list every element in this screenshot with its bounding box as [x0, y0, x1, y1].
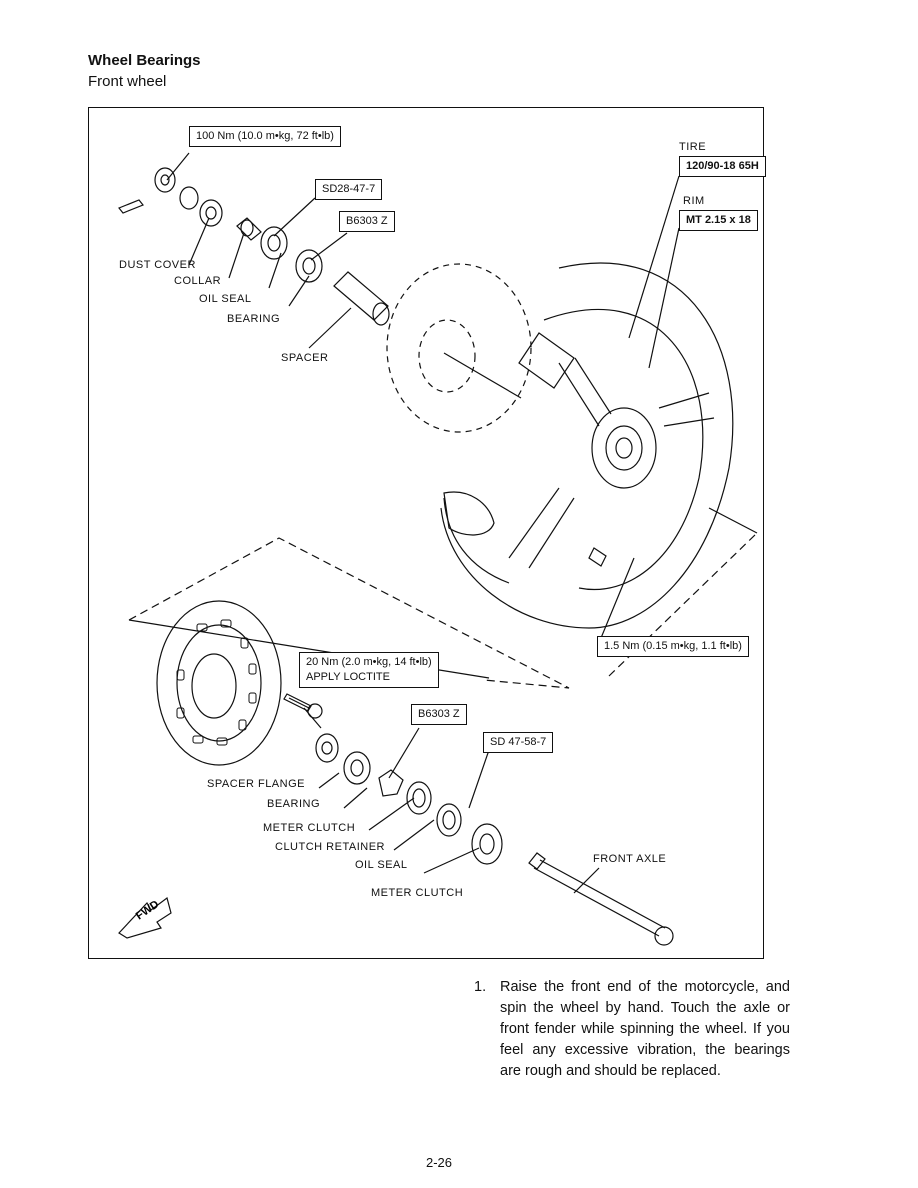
page-number: 2-26: [426, 1155, 453, 1170]
disc-bolt-torque-text: 20 Nm (2.0 m•kg, 14 ft•lb): [306, 656, 432, 668]
spacer-flange-label: SPACER FLANGE: [207, 778, 305, 790]
lower-oil-seal-spec-callout: SD 47-58-7: [483, 732, 554, 753]
upper-bearing-spec-callout: B6303 Z: [339, 211, 395, 232]
fwd-label: FWD: [134, 898, 161, 922]
upper-oil-seal-label: OIL SEAL: [199, 293, 252, 305]
exploded-view-figure: FWD 100 Nm (10.0 m•kg, 72 ft•lb) SD28-47…: [88, 107, 766, 959]
lower-bearing-label: BEARING: [267, 798, 321, 810]
rim-spec-callout: MT 2.15 x 18: [679, 210, 758, 231]
front-axle-label: FRONT AXLE: [593, 853, 667, 865]
tire-spec-callout: 120/90-18 65H: [679, 156, 766, 177]
axle-nut-torque-callout: 100 Nm (10.0 m•kg, 72 ft•lb): [189, 126, 341, 147]
lower-bearing-spec-callout: B6303 Z: [411, 704, 467, 725]
collar-label: COLLAR: [174, 275, 222, 287]
loctite-text: APPLY LOCTITE: [306, 671, 390, 683]
upper-bearing-label: BEARING: [227, 313, 281, 325]
section-heading: Wheel Bearings: [88, 52, 201, 69]
rim-label: RIM: [683, 195, 705, 207]
lower-oil-seal-label: OIL SEAL: [355, 859, 408, 871]
step-text: Raise the front end of the motorcycle, a…: [500, 979, 790, 1079]
tire-label: TIRE: [679, 141, 707, 153]
upper-oil-seal-spec-callout: SD28-47-7: [315, 179, 383, 200]
small-torque-callout: 1.5 Nm (0.15 m•kg, 1.1 ft•lb): [597, 636, 749, 657]
section-subheading: Front wheel: [88, 73, 167, 90]
spacer-label: SPACER: [281, 352, 329, 364]
clutch-retainer-label: CLUTCH RETAINER: [275, 841, 385, 853]
meter-clutch-label-1: METER CLUTCH: [263, 822, 356, 834]
dust-cover-label: DUST COVER: [119, 259, 196, 271]
wheel-exploded-diagram: FWD: [118, 152, 758, 946]
meter-clutch-label-2: METER CLUTCH: [371, 887, 464, 899]
disc-bolt-torque-callout: 20 Nm (2.0 m•kg, 14 ft•lb) APPLY LOCTITE: [299, 652, 439, 688]
step-number: 1.: [474, 979, 487, 995]
